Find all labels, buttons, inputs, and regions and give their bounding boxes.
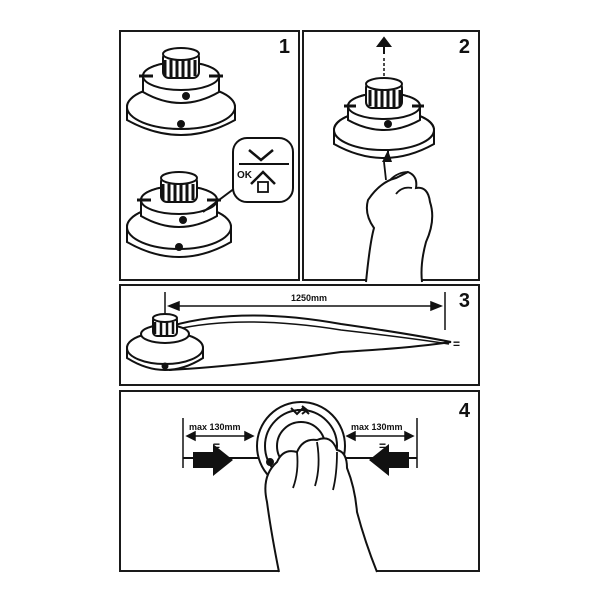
step-2-illustration: [333, 36, 435, 283]
step-2-panel: 2: [302, 30, 480, 283]
pull-up-arrow-icon: [376, 36, 392, 54]
equal-length-mark: =: [453, 337, 460, 351]
left-measure-label: max 130mm: [189, 422, 241, 432]
trimmer-spool: [126, 313, 204, 371]
step-4-number: 4: [458, 400, 470, 422]
ok-label: OK: [237, 170, 253, 181]
right-measure-label: max 130mm: [351, 422, 403, 432]
trimmer-line-loop: [168, 314, 452, 371]
push-right-arrow-icon: [193, 444, 233, 476]
step-4-illustration: max 130mm = max 130mm =: [182, 401, 418, 573]
step-1-illustration: OK: [126, 47, 294, 258]
hand-illustration: [365, 170, 434, 283]
step-1-panel: 1: [119, 30, 300, 281]
trimmer-spool: [333, 77, 435, 160]
length-label: 1250mm: [291, 293, 327, 303]
left-measure-dimension: [182, 418, 255, 468]
trimmer-spool-upper: [126, 47, 236, 136]
right-measure-dimension: [345, 418, 418, 468]
hand-illustration: [264, 437, 378, 573]
left-equal-mark: =: [213, 439, 220, 453]
right-equal-mark: =: [379, 439, 386, 453]
length-dimension: [164, 292, 446, 330]
step-4-panel: 4 max 130mm = max 130mm =: [119, 390, 480, 573]
push-left-arrow-icon: [369, 444, 409, 476]
step-1-number: 1: [278, 36, 290, 58]
trimmer-spool-lower: [126, 171, 232, 258]
step-3-illustration: 1250mm =: [126, 292, 460, 371]
step-2-number: 2: [458, 36, 470, 58]
step-3-panel: 3 1250mm =: [119, 284, 480, 386]
alignment-callout: [202, 137, 294, 213]
step-3-number: 3: [458, 290, 470, 312]
